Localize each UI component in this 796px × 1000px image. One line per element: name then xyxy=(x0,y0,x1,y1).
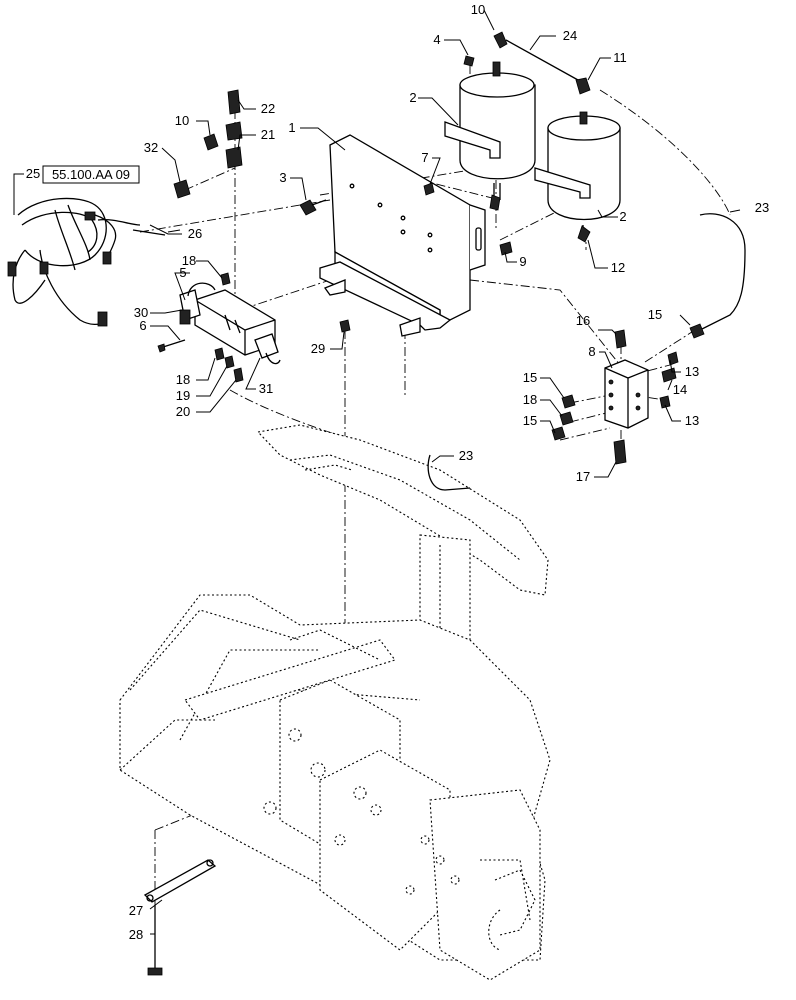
callout-26: 26 xyxy=(188,226,202,241)
callout-31: 31 xyxy=(259,381,273,396)
air-lines xyxy=(427,213,746,491)
callout-30: 30 xyxy=(134,305,148,320)
callout-21: 21 xyxy=(261,127,275,142)
strap-and-bolt xyxy=(143,859,217,976)
callout-20: 20 xyxy=(176,404,190,419)
callout-4: 4 xyxy=(433,32,440,47)
callout-15: 15 xyxy=(523,370,537,385)
callout-32: 32 xyxy=(144,140,158,155)
callout-5: 5 xyxy=(179,265,186,280)
callout-1: 1 xyxy=(288,120,295,135)
callout-18: 18 xyxy=(523,392,537,407)
frame-assembly xyxy=(119,424,551,981)
callout-28: 28 xyxy=(129,927,143,942)
reference-box-label: 55.100.AA 09 xyxy=(52,167,130,182)
callout-8: 8 xyxy=(588,344,595,359)
mounting-bracket xyxy=(319,134,486,337)
callout-6: 6 xyxy=(139,318,146,333)
callout-2: 2 xyxy=(619,209,626,224)
callout-22: 22 xyxy=(261,101,275,116)
manifold-block xyxy=(551,329,679,465)
callout-17: 17 xyxy=(576,469,590,484)
callout-25: 25 xyxy=(26,166,40,181)
callout-16: 16 xyxy=(576,313,590,328)
callout-10: 10 xyxy=(471,2,485,17)
callout-labels: 1 2 2 3 4 5 6 7 8 9 10 10 11 12 13 13 14… xyxy=(26,2,769,942)
callout-23: 23 xyxy=(755,200,769,215)
callout-12: 12 xyxy=(611,260,625,275)
callout-13: 13 xyxy=(685,413,699,428)
upper-fittings xyxy=(173,89,243,199)
air-tank-lower xyxy=(534,111,621,238)
callout-13: 13 xyxy=(685,364,699,379)
callout-24: 24 xyxy=(563,28,577,43)
callout-15: 15 xyxy=(648,307,662,322)
tube-and-fittings-top xyxy=(463,31,591,243)
callout-18: 18 xyxy=(182,253,196,268)
bolts-center xyxy=(299,182,513,333)
callout-9: 9 xyxy=(519,254,526,269)
callout-23: 23 xyxy=(459,448,473,463)
callout-27: 27 xyxy=(129,903,143,918)
callout-11: 11 xyxy=(613,50,627,65)
valve-assembly xyxy=(157,272,281,383)
callout-14: 14 xyxy=(673,382,687,397)
wiring-harness xyxy=(7,197,166,327)
callout-19: 19 xyxy=(176,388,190,403)
callout-29: 29 xyxy=(311,341,325,356)
reference-box[interactable]: 55.100.AA 09 xyxy=(42,165,140,184)
air-tank-upper xyxy=(444,61,536,200)
callout-2: 2 xyxy=(409,90,416,105)
callout-7: 7 xyxy=(421,150,428,165)
callout-10: 10 xyxy=(175,113,189,128)
callout-18: 18 xyxy=(176,372,190,387)
callout-15: 15 xyxy=(523,413,537,428)
callout-3: 3 xyxy=(279,170,286,185)
leader-lines xyxy=(13,9,741,935)
